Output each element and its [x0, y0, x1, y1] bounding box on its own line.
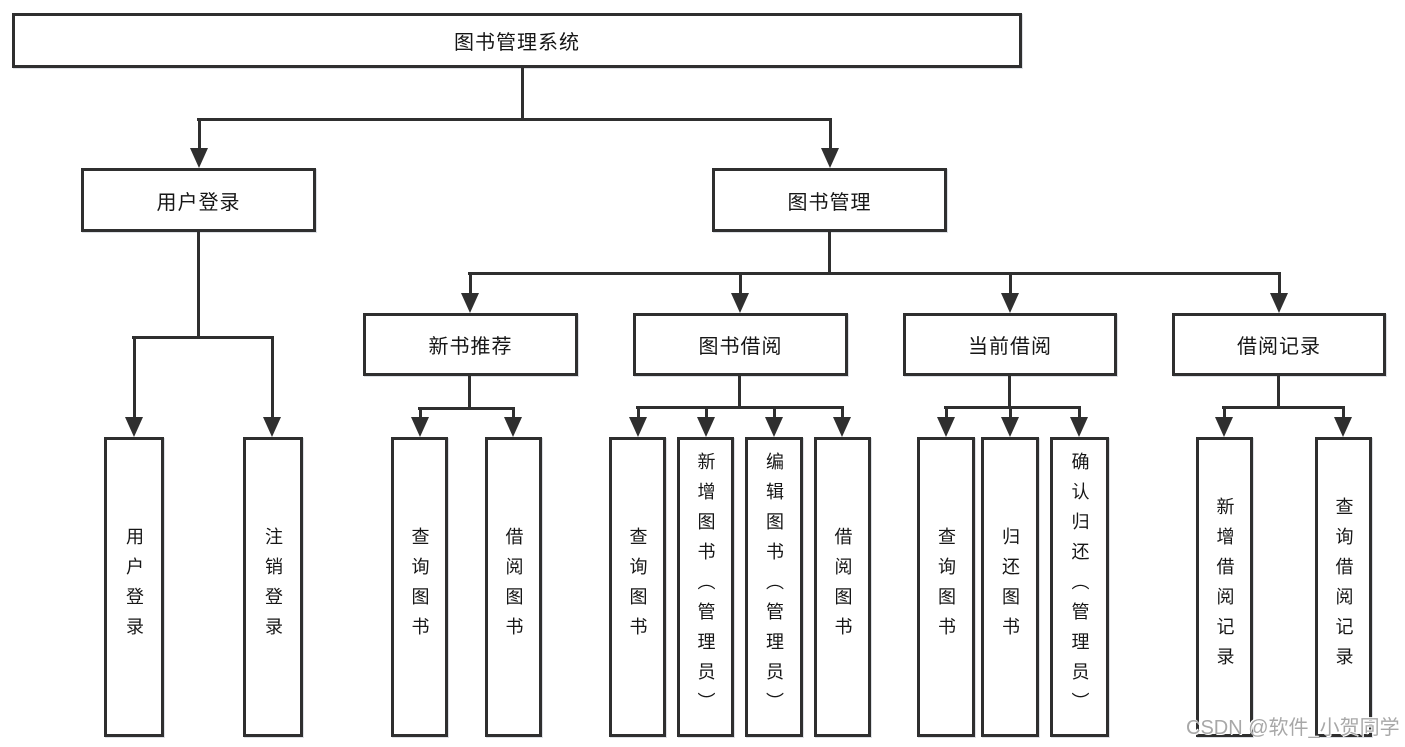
node-borrow-record: 借阅记录 — [1172, 313, 1386, 376]
connector-current-borrow-rail — [944, 406, 1081, 409]
connector-root-drop — [521, 67, 524, 121]
leaf-cb-query-label: 查询图书 — [936, 527, 956, 647]
connector-current-borrow-drop — [1008, 376, 1011, 409]
leaf-cb-query: 查询图书 — [917, 437, 975, 737]
connector-new-book-rec-rail — [418, 407, 515, 410]
connector-level3-rail — [468, 272, 1281, 275]
arrowhead-to-bb-query — [629, 408, 647, 437]
leaf-bb-query: 查询图书 — [609, 437, 666, 737]
node-current-borrow-label: 当前借阅 — [968, 336, 1052, 358]
connector-user-login-drop — [197, 231, 200, 339]
connector-new-book-rec-drop — [468, 376, 471, 410]
node-user-login: 用户登录 — [81, 168, 316, 232]
leaf-logout: 注销登录 — [243, 437, 303, 737]
leaf-br-add-label: 新增借阅记录 — [1214, 497, 1235, 677]
arrowhead-to-book-borrow — [731, 274, 749, 313]
leaf-nb-query-label: 查询图书 — [409, 527, 430, 647]
arrowhead-to-new-book-rec — [461, 274, 479, 313]
arrowhead-to-borrow-record — [1270, 274, 1288, 313]
node-book-mgmt: 图书管理 — [712, 168, 947, 232]
arrowhead-to-leaf-user-login — [125, 338, 143, 437]
leaf-br-add: 新增借阅记录 — [1196, 437, 1253, 737]
leaf-nb-borrow: 借阅图书 — [485, 437, 542, 737]
node-root-label: 图书管理系统 — [454, 32, 580, 54]
leaf-cb-return: 归还图书 — [981, 437, 1039, 737]
leaf-user-login: 用户登录 — [104, 437, 164, 737]
leaf-bb-query-label: 查询图书 — [627, 527, 648, 647]
leaf-logout-label: 注销登录 — [263, 527, 283, 647]
leaf-bb-borrow-label: 借阅图书 — [832, 527, 853, 647]
leaf-bb-edit: 编辑图书（管理员） — [745, 437, 803, 737]
arrowhead-to-cb-confirm — [1070, 408, 1088, 437]
arrowhead-to-nb-borrow — [504, 409, 522, 437]
leaf-user-login-label: 用户登录 — [124, 527, 144, 647]
arrowhead-to-br-add — [1215, 408, 1233, 437]
arrowhead-to-cb-query — [937, 408, 955, 437]
node-book-mgmt-label: 图书管理 — [787, 191, 872, 214]
connector-book-borrow-rail — [636, 406, 844, 409]
node-book-borrow: 图书借阅 — [633, 313, 848, 376]
node-root: 图书管理系统 — [12, 13, 1022, 68]
leaf-bb-borrow: 借阅图书 — [814, 437, 871, 737]
arrowhead-to-bb-add — [697, 408, 715, 437]
connector-borrow-record-rail — [1222, 406, 1345, 409]
arrowhead-to-leaf-logout — [263, 338, 281, 437]
node-book-borrow-label: 图书借阅 — [698, 336, 783, 358]
arrowhead-to-cb-return — [1001, 408, 1019, 437]
arrowhead-to-bb-borrow — [833, 408, 851, 437]
arrowhead-to-user-login — [190, 120, 208, 168]
arrowhead-to-bb-edit — [765, 408, 783, 437]
leaf-bb-edit-label: 编辑图书（管理员） — [764, 452, 784, 722]
leaf-cb-confirm: 确认归还（管理员） — [1050, 437, 1109, 737]
leaf-nb-query: 查询图书 — [391, 437, 448, 737]
leaf-cb-confirm-label: 确认归还（管理员） — [1069, 452, 1090, 722]
leaf-bb-add-label: 新增图书（管理员） — [695, 452, 716, 722]
leaf-br-query: 查询借阅记录 — [1315, 437, 1372, 737]
connector-user-login-rail — [132, 336, 274, 339]
arrowhead-to-book-mgmt — [821, 120, 839, 168]
node-user-login-label: 用户登录 — [156, 191, 241, 214]
leaf-nb-borrow-label: 借阅图书 — [503, 527, 524, 647]
node-new-book-rec: 新书推荐 — [363, 313, 578, 376]
arrowhead-to-nb-query — [411, 409, 429, 437]
node-new-book-rec-label: 新书推荐 — [428, 336, 513, 358]
leaf-br-query-label: 查询借阅记录 — [1333, 497, 1354, 677]
arrowhead-to-br-query — [1334, 408, 1352, 437]
node-current-borrow: 当前借阅 — [903, 313, 1117, 376]
connector-book-borrow-drop — [738, 376, 741, 409]
node-borrow-record-label: 借阅记录 — [1237, 336, 1321, 358]
leaf-bb-add: 新增图书（管理员） — [677, 437, 734, 737]
connector-book-mgmt-drop — [828, 231, 831, 275]
csdn-watermark: CSDN @软件_小贺同学 — [1186, 717, 1400, 739]
leaf-cb-return-label: 归还图书 — [1000, 527, 1020, 647]
connector-borrow-record-drop — [1277, 376, 1280, 409]
connector-level2-rail — [197, 118, 832, 121]
arrowhead-to-current-borrow — [1001, 274, 1019, 313]
